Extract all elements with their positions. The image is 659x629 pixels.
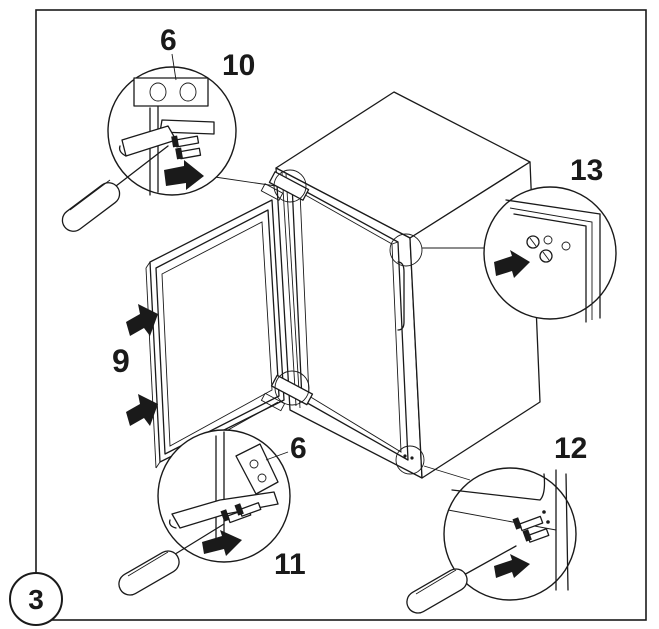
detail-circle-10 [107,66,237,196]
cabinet-body [275,91,541,479]
corner-marker-top [389,233,423,267]
push-arrow-icon [494,554,530,578]
callout-9: 9 [112,343,130,379]
push-arrow-icon [126,394,158,426]
callout-10: 10 [222,49,255,82]
door-panel [145,199,285,469]
push-arrow-icon [202,530,242,556]
callout-11: 11 [274,548,306,581]
push-arrow-icon [494,250,530,278]
screwdriver-icon [406,545,517,614]
screw-icon [512,515,550,543]
detail-circle-13 [483,186,617,323]
callout-6-top: 6 [160,24,177,57]
detail-circle-11 [157,429,291,563]
callout-12: 12 [554,432,587,465]
step-badge: 3 [9,572,63,626]
screw-icon [220,502,262,524]
screwdriver-icon [118,523,225,596]
corner-marker-bottom [395,445,425,475]
callout-6-bottom: 6 [290,432,307,465]
push-arrow-icon [126,304,158,336]
diagram-frame [35,9,647,621]
screwdriver-icon [61,145,169,232]
push-arrow-icon [164,160,204,190]
step-number: 3 [28,584,44,615]
screw-icon [171,135,202,160]
callout-13: 13 [570,154,603,187]
